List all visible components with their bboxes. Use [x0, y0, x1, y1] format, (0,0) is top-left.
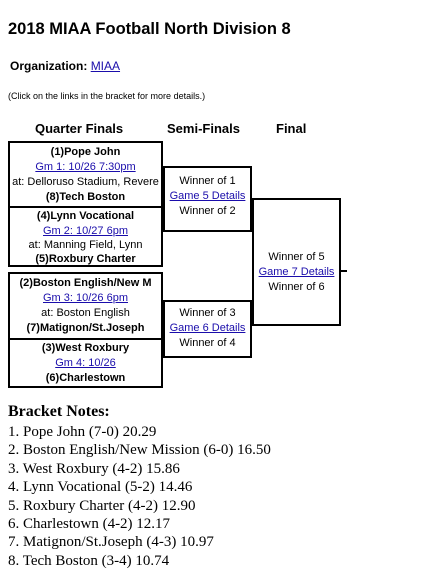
- game-1-link[interactable]: Gm 1: 10/26 7:30pm: [35, 161, 136, 173]
- game-3-venue: at: Boston English: [41, 307, 130, 319]
- column-header-final: Final: [276, 121, 307, 136]
- team-seed-4: (4)Lynn Vocational: [36, 210, 135, 222]
- team-seed-1: (1)Pope John: [50, 146, 121, 158]
- team-seed-3: (3)West Roxbury: [41, 342, 130, 354]
- semifinal-game-5: Winner of 1 Game 5 Details Winner of 2: [163, 166, 252, 232]
- semifinal-5-bottom: Winner of 2: [179, 205, 236, 217]
- list-item: 8. Tech Boston (3-4) 10.74: [8, 552, 170, 569]
- game-2-link[interactable]: Gm 2: 10/27 6pm: [43, 225, 128, 237]
- game-2-venue: at: Manning Field, Lynn: [28, 239, 143, 251]
- column-header-quarter-finals: Quarter Finals: [35, 121, 124, 136]
- list-item: 2. Boston English/New Mission (6-0) 16.5…: [8, 442, 271, 459]
- bracket-hint: (Click on the links in the bracket for m…: [8, 91, 206, 101]
- list-item: 1. Pope John (7-0) 20.29: [8, 424, 157, 440]
- final-top: Winner of 5: [268, 251, 325, 263]
- column-header-semi-finals: Semi-Finals: [167, 121, 240, 136]
- team-seed-6: (6)Charlestown: [45, 372, 126, 384]
- game-3-link[interactable]: Gm 3: 10/26 6pm: [43, 292, 128, 304]
- game-7-details-link[interactable]: Game 7 Details: [258, 266, 335, 278]
- team-seed-7: (7)Matignon/St.Joseph: [26, 322, 145, 334]
- game-5-details-link[interactable]: Game 5 Details: [169, 190, 246, 202]
- team-seed-5: (5)Roxbury Charter: [35, 253, 136, 265]
- page-title: 2018 MIAA Football North Division 8: [8, 20, 291, 38]
- semifinal-game-6: Winner of 3 Game 6 Details Winner of 4: [163, 300, 252, 358]
- game-6-details-link[interactable]: Game 6 Details: [169, 322, 246, 334]
- list-item: 3. West Roxbury (4-2) 15.86: [8, 460, 180, 477]
- game-divider: [10, 338, 161, 340]
- organization-link[interactable]: MIAA: [90, 59, 121, 73]
- semifinal-6-bottom: Winner of 4: [179, 337, 236, 349]
- champion-line: [341, 270, 347, 272]
- semifinal-5-top: Winner of 1: [179, 175, 236, 187]
- bracket-notes-title: Bracket Notes:: [8, 403, 110, 420]
- quarterfinal-group-bottom: (2)Boston English/New M Gm 3: 10/26 6pm …: [8, 272, 163, 388]
- team-seed-8: (8)Tech Boston: [45, 191, 126, 203]
- organization-row: Organization: MIAA: [10, 59, 120, 73]
- game-4-link[interactable]: Gm 4: 10/26: [55, 357, 116, 369]
- game-divider: [10, 206, 161, 208]
- list-item: 4. Lynn Vocational (5-2) 14.46: [8, 479, 193, 496]
- team-seed-2: (2)Boston English/New M: [19, 277, 152, 289]
- organization-label: Organization:: [10, 59, 88, 73]
- quarterfinal-group-top: (1)Pope John Gm 1: 10/26 7:30pm at: Dell…: [8, 141, 163, 267]
- bracket-notes-list: 1. Pope John (7-0) 20.29 2. Boston Engli…: [8, 423, 271, 570]
- final-game-7: Winner of 5 Game 7 Details Winner of 6: [252, 198, 341, 326]
- list-item: 7. Matignon/St.Joseph (4-3) 10.97: [8, 534, 214, 551]
- game-1-venue: at: Delloruso Stadium, Revere: [12, 176, 159, 188]
- list-item: 6. Charlestown (4-2) 12.17: [8, 516, 171, 533]
- semifinal-6-top: Winner of 3: [179, 307, 236, 319]
- list-item: 5. Roxbury Charter (4-2) 12.90: [8, 497, 196, 514]
- final-bottom: Winner of 6: [268, 281, 325, 293]
